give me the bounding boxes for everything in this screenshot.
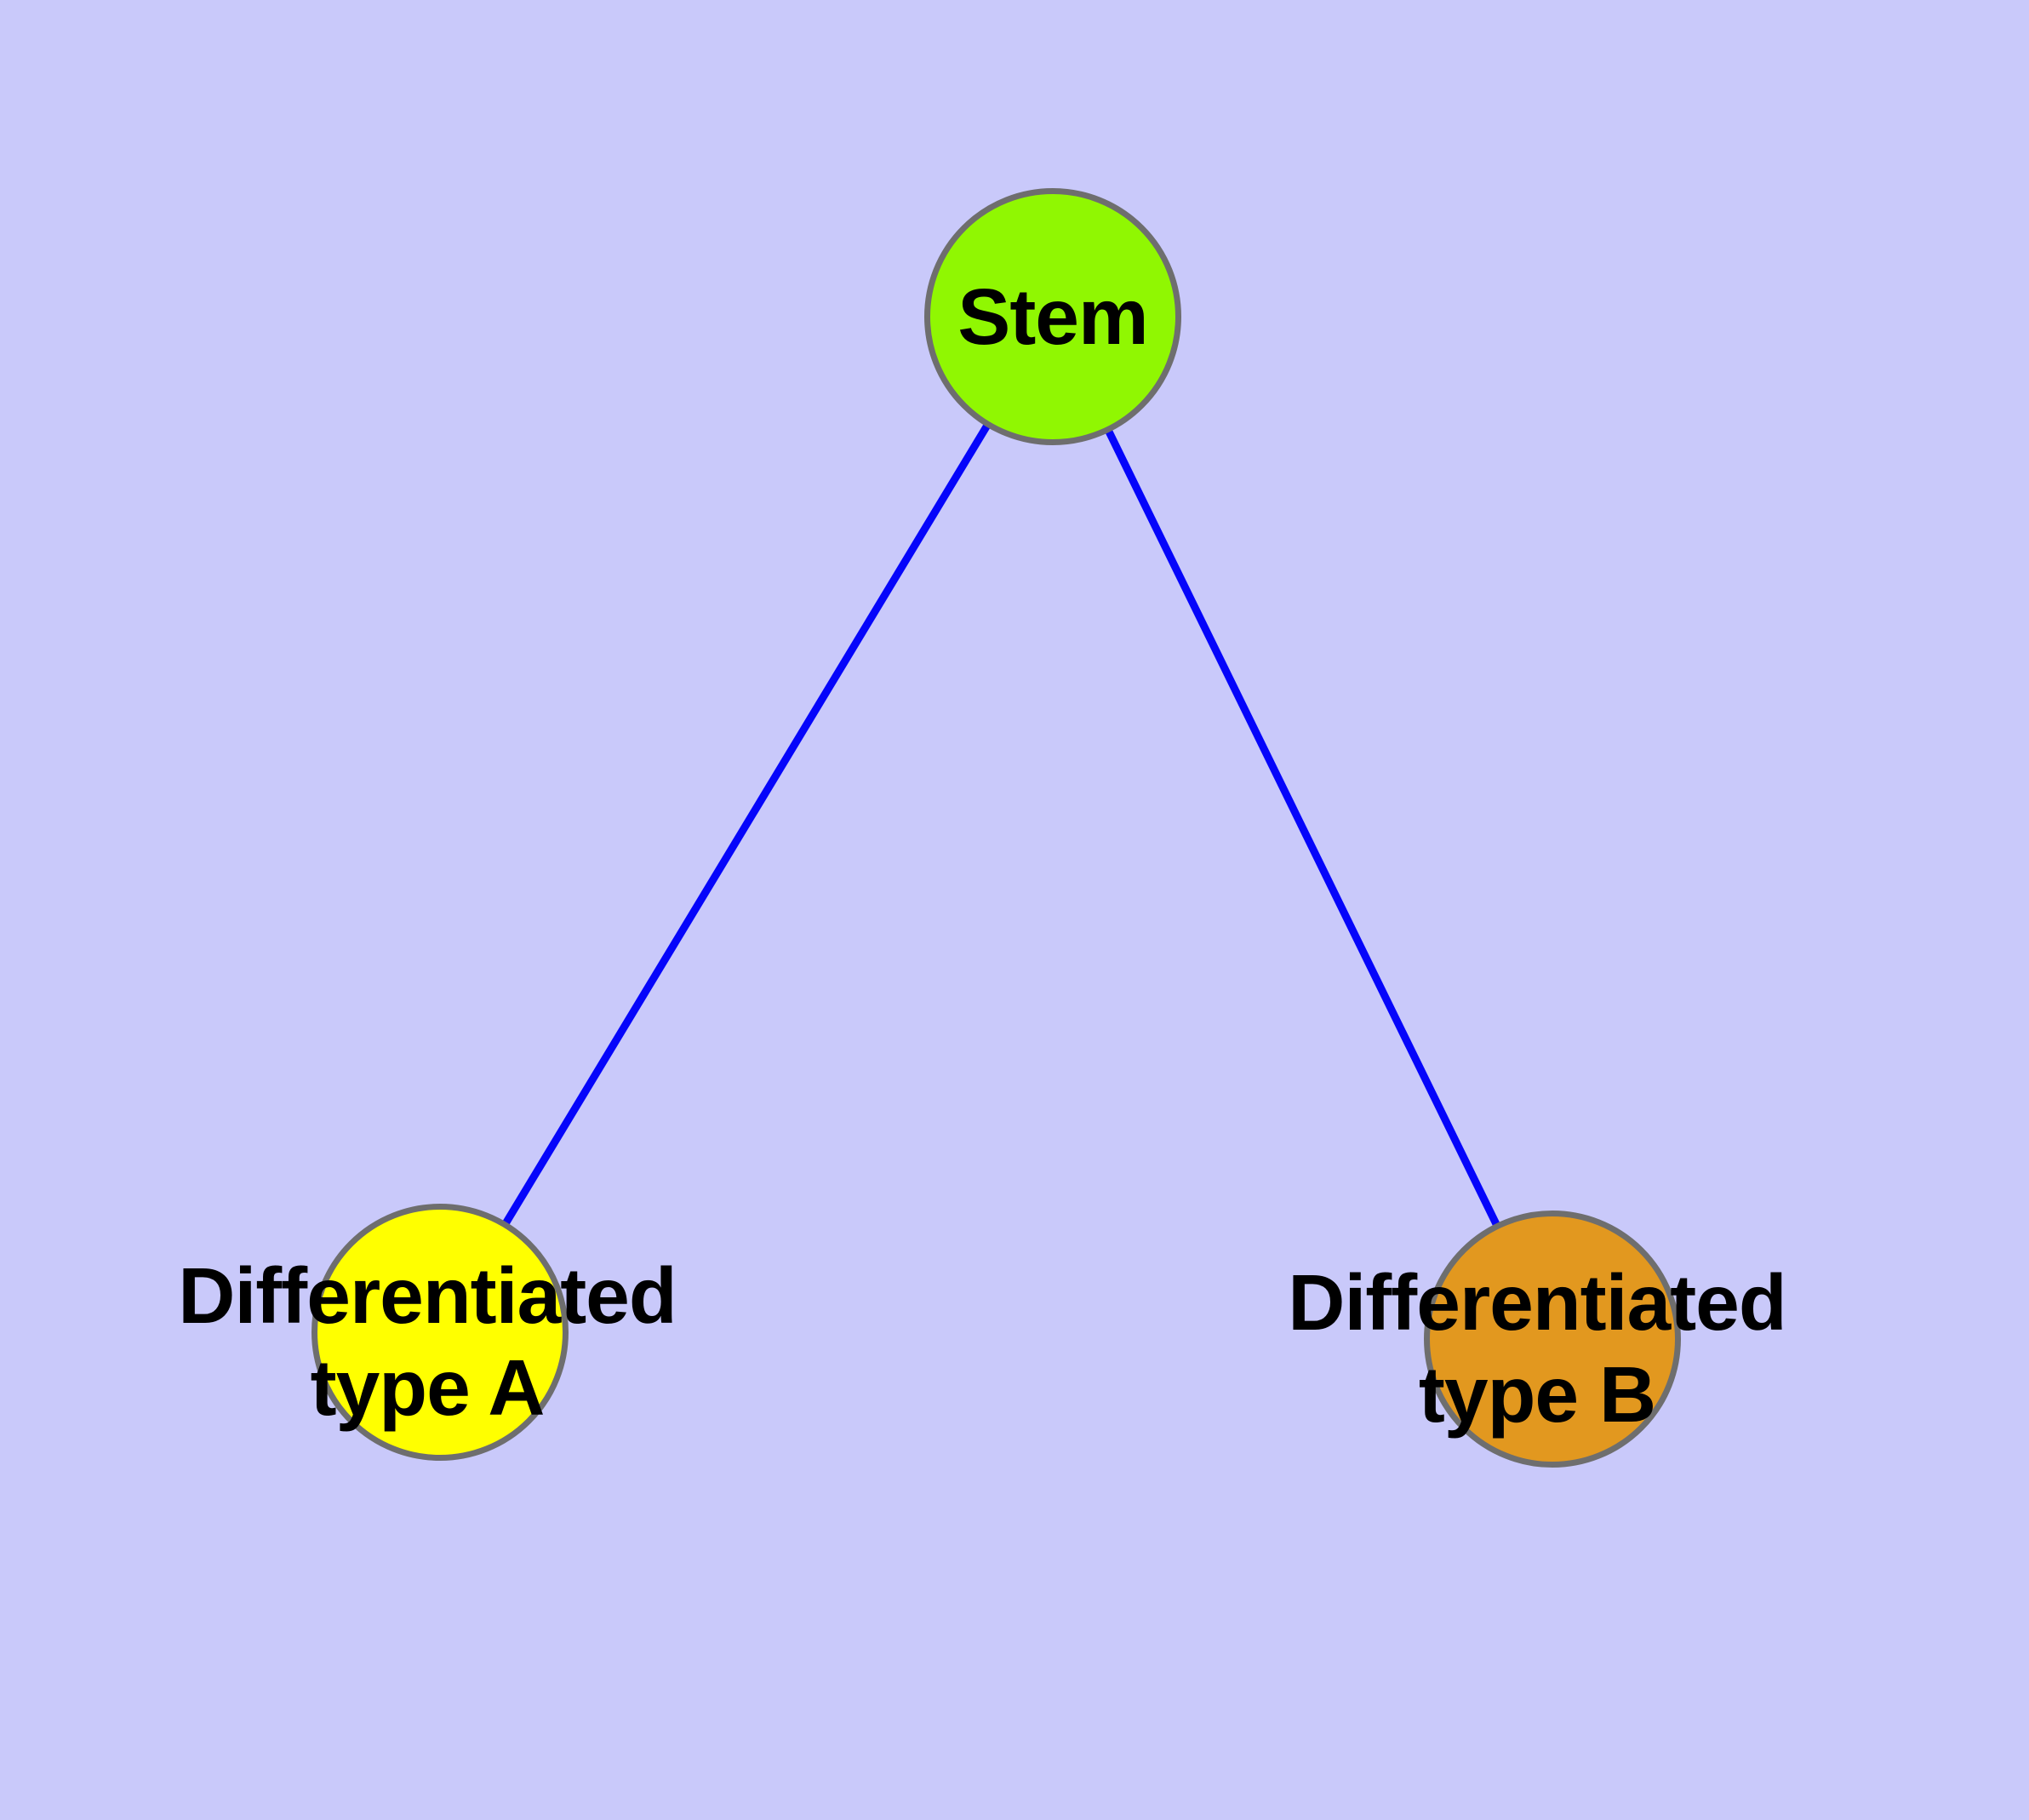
node-label-differentiated-type-a: Differentiated type A (178, 1250, 677, 1434)
edge-stem-to-type-b (1049, 315, 1557, 1341)
node-label-stem: Stem (957, 271, 1148, 363)
node-label-type-b-line-2: type B (1418, 1350, 1656, 1439)
node-label-type-a-line-2: type A (310, 1343, 546, 1432)
node-label-type-a-line-1: Differentiated (178, 1251, 677, 1340)
node-stem (924, 188, 1181, 445)
edge-stem-to-type-a (437, 314, 1056, 1335)
node-differentiated-type-a (311, 1204, 569, 1461)
node-label-stem-line: Stem (957, 272, 1148, 361)
node-label-type-b-line-1: Differentiated (1288, 1258, 1786, 1347)
node-differentiated-type-b (1424, 1210, 1681, 1468)
node-label-differentiated-type-b: Differentiated type B (1288, 1256, 1786, 1440)
